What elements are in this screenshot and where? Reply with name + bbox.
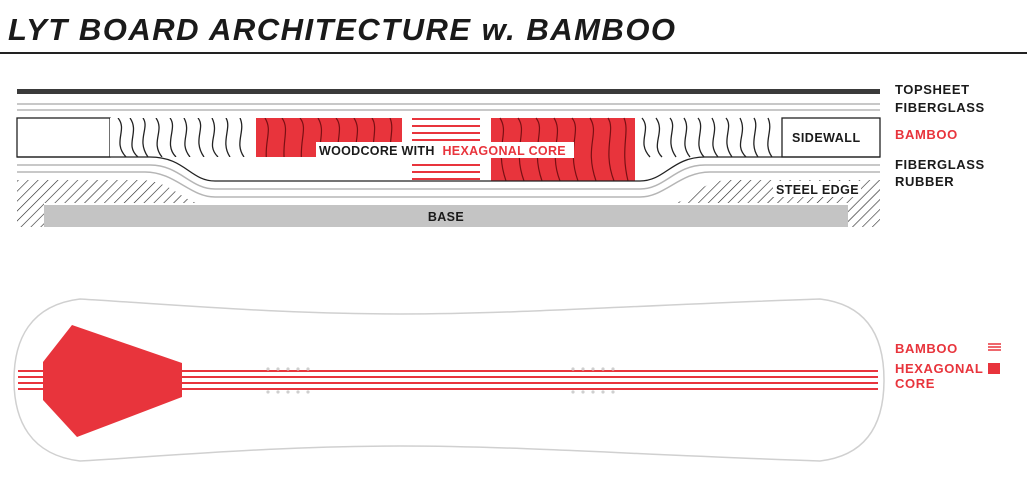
- legend-rubber: RUBBER: [895, 174, 955, 189]
- binding-inserts-rear: [571, 367, 615, 394]
- cross-section-diagram: SIDEWALL WOODCORE WITH HEXAGONAL CORE ST…: [16, 89, 881, 227]
- hexagonal-core-nose-shape: [43, 325, 182, 437]
- legend-hexagonal-line2: CORE: [895, 376, 935, 391]
- woodcore-label-highlight: HEXAGONAL CORE: [442, 144, 565, 158]
- woodcore-left: [110, 118, 256, 157]
- woodcore-right: [635, 117, 782, 158]
- binding-inserts-front: [266, 367, 310, 394]
- topsheet-layer: [17, 89, 880, 94]
- woodcore-label-prefix: WOODCORE WITH: [319, 144, 435, 158]
- steel-edge-left: [17, 180, 200, 227]
- bamboo-lines-icon: [988, 343, 1001, 351]
- legend-fiberglass-bottom: FIBERGLASS: [895, 157, 985, 172]
- fiberglass-bottom-layer: [17, 156, 880, 182]
- bamboo-stringers: [18, 370, 878, 390]
- base-label: BASE: [428, 210, 464, 224]
- steel-edge-label: STEEL EDGE: [776, 183, 859, 197]
- board-outline: [13, 298, 885, 462]
- page-title: LYT BOARD ARCHITECTURE w. BAMBOO: [8, 12, 677, 47]
- sidewall-label: SIDEWALL: [792, 131, 861, 145]
- legend-topsheet: TOPSHEET: [895, 82, 970, 97]
- hexagonal-core-swatch-icon: [988, 363, 1000, 374]
- hexagonal-core: [412, 118, 480, 180]
- legend-hexagonal-line1: HEXAGONAL: [895, 361, 984, 376]
- board-top-view: [13, 298, 885, 462]
- title-divider: [0, 52, 1027, 54]
- rubber-layer: [17, 171, 880, 198]
- sidewall-left: [16, 117, 111, 158]
- legend-fiberglass-top: FIBERGLASS: [895, 100, 985, 115]
- legend-bamboo: BAMBOO: [895, 127, 958, 142]
- woodcore-label: WOODCORE WITH HEXAGONAL CORE: [319, 144, 566, 158]
- base-layer: [44, 205, 848, 227]
- legend-bamboo-topview: BAMBOO: [895, 341, 958, 356]
